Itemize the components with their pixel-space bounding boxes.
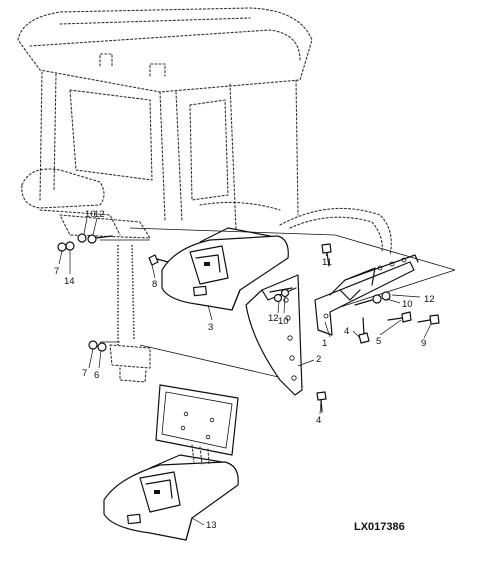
callout-2: 2 [316,354,321,365]
callout-12-c: 12 [424,294,435,305]
callout-11: 11 [322,257,332,268]
bracket-plate [245,274,303,396]
callout-3: 3 [208,322,213,333]
callout-14: 14 [64,276,75,287]
bolt-4-upper [358,317,370,344]
callout-6: 6 [94,370,99,381]
callout-9: 9 [421,338,426,349]
fastener-set-right [354,291,391,306]
callout-7-a: 7 [54,266,59,277]
bolt-4-lower [316,391,327,413]
callout-12-a: 12 [94,209,105,220]
mudguard-upper [161,227,289,311]
callout-7-b: 7 [82,368,87,379]
mudguard-lower [103,454,239,541]
callout-10-b: 10 [278,316,289,327]
bolt-5 [387,311,412,323]
fastener-set-left-lower [88,340,107,352]
callout-8: 8 [152,279,157,290]
callout-10-c: 10 [402,299,413,310]
callout-4-a: 4 [344,326,349,337]
callout-10-a: 10 [85,209,96,220]
leader-lines [58,217,432,526]
support-bracket [314,254,419,336]
callout-5: 5 [376,336,381,347]
callout-12-b: 12 [268,313,279,324]
bolt-11 [321,243,332,267]
drawing-code: LX017386 [354,521,405,533]
callout-labels: 10 12 7 14 8 3 12 10 2 1 4 5 9 10 12 11 … [54,209,435,531]
callout-4-b: 4 [316,415,321,426]
callout-1: 1 [322,338,327,349]
bolt-9 [417,314,440,325]
light-mounting-plate [155,384,239,466]
fastener-set-left-upper [57,233,113,252]
callout-13: 13 [206,520,217,531]
tractor-cab-outline [17,7,392,383]
bolt-8 [148,254,169,266]
fastener-set-bracket [269,287,293,303]
construction-lines [100,227,456,383]
